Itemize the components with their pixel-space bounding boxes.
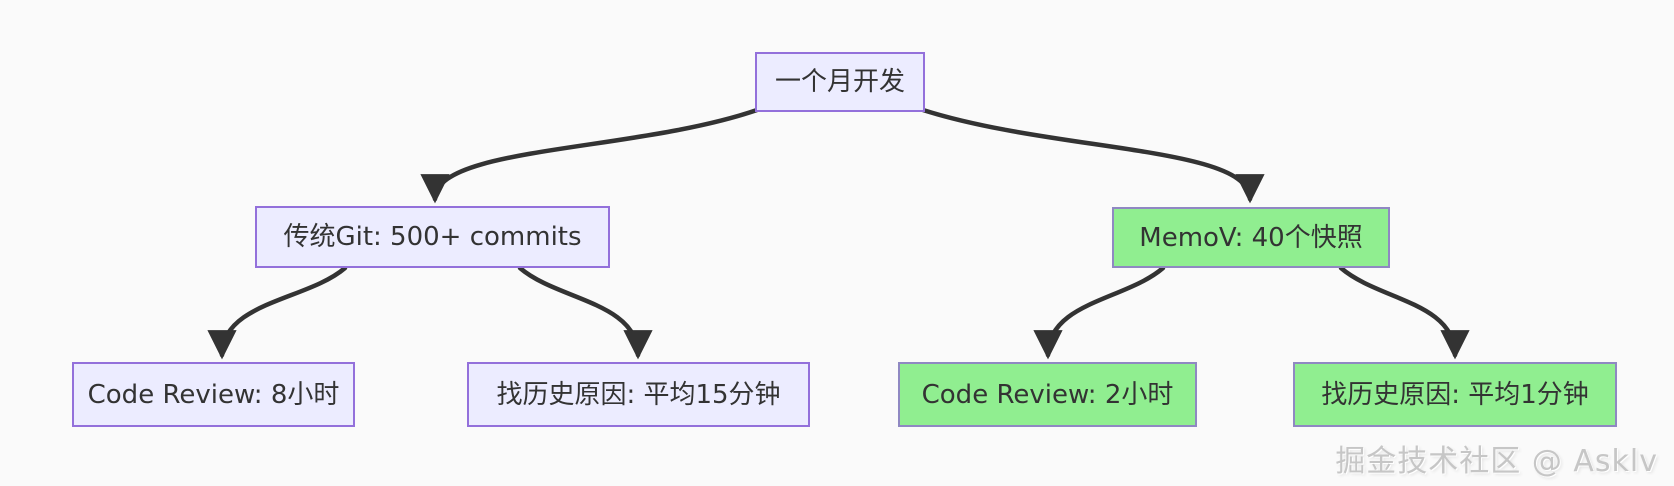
edge-root-to-memov [920,107,1265,204]
node-git-find-history: 找历史原因: 平均15分钟 [467,362,810,427]
node-git-find-history-label: 找历史原因: 平均15分钟 [496,379,781,410]
node-memov-code-review-label: Code Review: 2小时 [921,379,1174,410]
node-memov-find-history-label: 找历史原因: 平均1分钟 [1321,379,1589,410]
node-root: 一个月开发 [755,52,925,112]
node-git-code-review: Code Review: 8小时 [72,362,355,427]
edge-git-to-code-review [207,265,348,360]
node-memov-find-history: 找历史原因: 平均1分钟 [1293,362,1617,427]
node-git-code-review-label: Code Review: 8小时 [87,379,340,410]
node-root-label: 一个月开发 [774,67,905,97]
edge-git-to-find-history [517,265,653,360]
edge-memov-to-find-history [1338,265,1470,360]
node-memov-code-review: Code Review: 2小时 [898,362,1197,427]
node-traditional-git-label: 传统Git: 500+ commits [283,222,582,252]
node-traditional-git: 传统Git: 500+ commits [255,206,610,268]
watermark: 掘金技术社区 @ Asklv [1335,444,1658,479]
node-memov: MemoV: 40个快照 [1112,207,1390,268]
node-memov-label: MemoV: 40个快照 [1139,222,1363,253]
edge-root-to-git [420,107,760,204]
edge-memov-to-code-review [1033,265,1166,360]
